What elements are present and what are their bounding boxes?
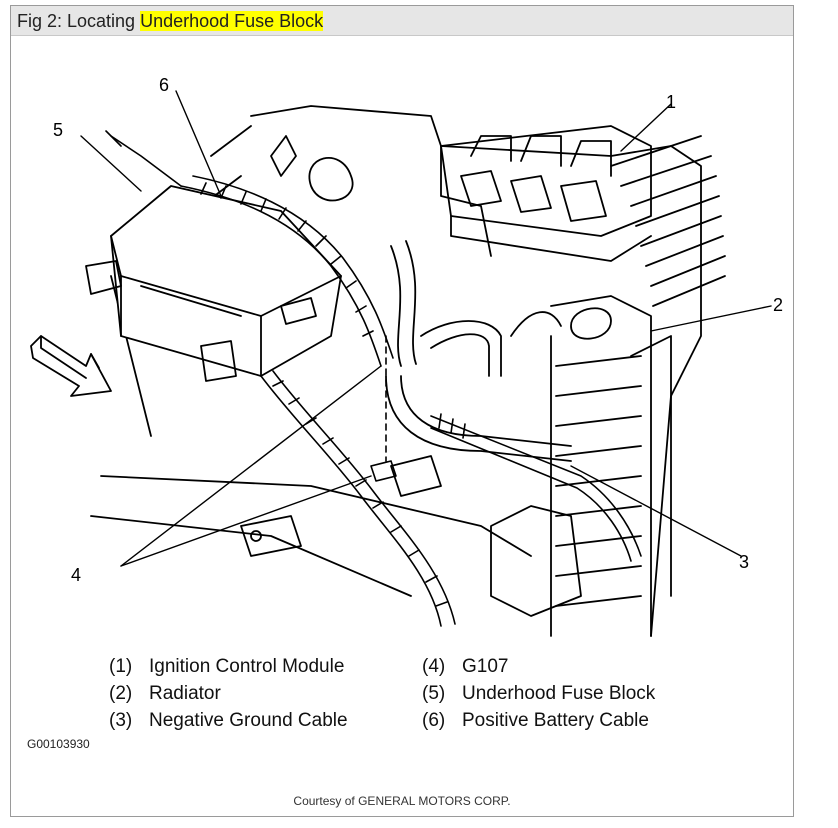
legend-item: (5)Underhood Fuse Block (422, 680, 655, 707)
g107-ground-cable (260, 335, 456, 627)
callout-5: 5 (53, 120, 63, 140)
negative-ground-cable (430, 413, 642, 562)
legend-right: (4)G107 (5)Underhood Fuse Block (6)Posit… (422, 653, 655, 734)
title-prefix: Fig 2: Locating (17, 11, 141, 31)
legend-item: (6)Positive Battery Cable (422, 707, 655, 734)
callout-3: 3 (739, 552, 749, 572)
callout-4: 4 (71, 565, 81, 585)
front-arrow-icon (30, 335, 112, 397)
figure-frame: Fig 2: Locating Underhood Fuse Block (10, 5, 794, 817)
legend-label: Radiator (149, 683, 221, 704)
callout-numbers: 1 2 3 4 5 6 (53, 75, 783, 585)
underhood-fuse-block (85, 185, 342, 382)
callout-2: 2 (773, 295, 783, 315)
radiator (550, 295, 672, 637)
callout-1: 1 (666, 92, 676, 112)
positive-battery-cable (105, 130, 394, 367)
legend-label: Positive Battery Cable (462, 710, 649, 731)
legend-left: (1)Ignition Control Module (2)Radiator (… (109, 653, 348, 734)
legend-label: Negative Ground Cable (149, 710, 348, 731)
ignition-control-module (440, 125, 652, 262)
legend-label: Underhood Fuse Block (462, 683, 656, 704)
hoses (385, 240, 572, 462)
callout-6: 6 (159, 75, 169, 95)
legend-item: (4)G107 (422, 653, 655, 680)
legend-item: (3)Negative Ground Cable (109, 707, 348, 734)
figure-title: Fig 2: Locating Underhood Fuse Block (17, 11, 324, 32)
legend-label: G107 (462, 656, 509, 677)
legend-label: Ignition Control Module (149, 656, 345, 677)
brackets (240, 135, 582, 617)
title-highlight: Underhood Fuse Block (140, 11, 324, 31)
figure-id: G00103930 (27, 737, 90, 751)
courtesy-credit: Courtesy of GENERAL MOTORS CORP. (293, 794, 511, 808)
legend-item: (1)Ignition Control Module (109, 653, 348, 680)
leader-lines (80, 90, 772, 567)
title-bar: Fig 2: Locating Underhood Fuse Block (11, 6, 793, 36)
engine-bay-diagram: 1 2 3 4 5 6 (30, 75, 783, 637)
legend-item: (2)Radiator (109, 680, 348, 707)
